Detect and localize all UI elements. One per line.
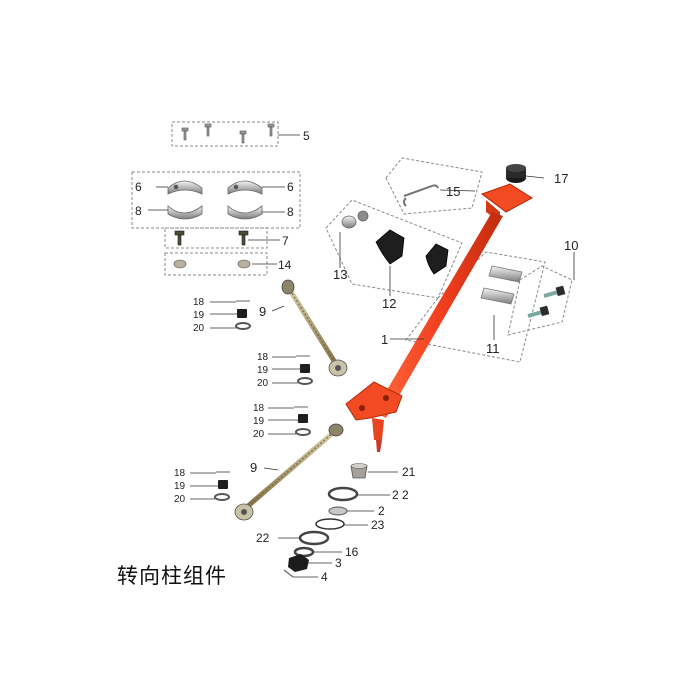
box-spring-15 [385,157,483,215]
callout-23: 23 [371,518,385,532]
callout-18-c: 18 [253,403,265,414]
callout-19-a: 19 [193,310,205,321]
callout-7: 7 [282,234,289,248]
callout-20-c: 20 [253,429,265,440]
group-boxes [131,121,573,363]
nuts-14 [173,259,251,269]
callout-19-b: 19 [257,365,269,376]
callout-19-d: 19 [174,481,186,492]
tie-rod-9-lower [234,423,344,521]
diagram-title: 转向柱组件 [117,564,227,588]
bolts-10 [527,285,566,318]
washer-22-upper [327,486,359,502]
callout-14: 14 [278,258,292,272]
hardware-set-a [235,300,251,330]
callout-9-upper: 9 [259,304,266,319]
callout-17: 17 [554,171,568,186]
column-bracket [345,381,403,421]
box-bolts-10 [507,265,573,336]
box-bushing-12-13 [325,199,463,299]
hardware-set-c [294,406,311,436]
tie-rod-9-upper [281,279,348,377]
leader-lines [148,134,575,578]
callout-22-upper: 2 2 [392,488,409,502]
callout-20-a: 20 [193,323,205,334]
sleeves-11 [480,265,523,305]
lower-stack [283,463,368,578]
callout-18-d: 18 [174,468,186,479]
callout-2: 2 [378,504,385,518]
hardware-set-d [214,471,230,501]
callout-10: 10 [564,238,578,253]
callout-13: 13 [333,267,347,282]
bushings-12 [375,229,449,275]
box-bolts-5 [171,121,279,147]
ring-23 [315,518,345,530]
callout-19-c: 19 [253,416,265,427]
bolts-7 [174,230,249,246]
callout-1: 1 [381,332,388,347]
box-sleeves-11 [405,251,546,363]
pin-4 [283,569,294,578]
callout-6-right: 6 [287,180,294,194]
callout-20-d: 20 [174,494,186,505]
bearing-2 [328,506,348,516]
callout-5: 5 [303,129,310,143]
bushing-13 [341,210,369,229]
callout-21: 21 [402,465,416,479]
callout-15: 15 [446,184,460,199]
callout-numbers: 5 6 6 8 8 7 14 15 17 10 13 12 11 1 9 9 1… [135,129,578,584]
callout-20-b: 20 [257,378,269,389]
washer-16 [293,546,315,558]
box-clamps-6-8 [131,171,301,229]
column-shaft [374,212,503,418]
hardware-set-b [296,355,313,385]
callout-3: 3 [335,556,342,570]
box-bolts-7 [164,227,268,249]
callout-8-right: 8 [287,205,294,219]
bolts-5 [181,123,275,144]
callout-9-lower: 9 [250,460,257,475]
callout-16: 16 [345,545,359,559]
callout-8-left: 8 [135,204,142,218]
callout-11: 11 [486,341,500,356]
callout-22-lower: 22 [256,531,270,545]
column-top-plate [480,183,533,213]
callout-12: 12 [382,296,396,311]
spring-pin-15 [403,184,439,207]
clamps-6-8 [167,180,263,220]
washer-22-lower [298,530,330,546]
steering-column-1 [345,183,533,452]
callout-18-b: 18 [257,352,269,363]
callout-18-a: 18 [193,297,205,308]
cap-17 [506,164,526,183]
nut-3 [288,554,309,572]
callout-6-left: 6 [135,180,142,194]
callout-4: 4 [321,570,328,584]
